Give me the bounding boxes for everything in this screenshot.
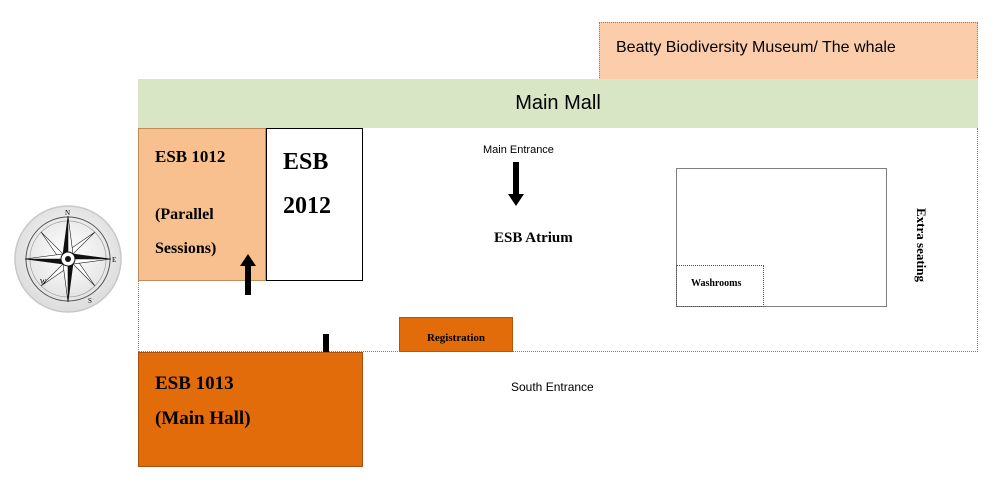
atrium-label: ESB Atrium [494, 230, 573, 246]
washroom-block [676, 168, 887, 307]
south-entrance-label: South Entrance [511, 380, 594, 394]
museum-box: Beatty Biodiversity Museum/ The whale [599, 22, 978, 88]
esb-2012-line1: ESB [283, 149, 329, 175]
extra-seating-label: Extra seating [914, 207, 929, 283]
registration-desk: Registration [399, 317, 513, 352]
room-esb-1013: ESB 1013 (Main Hall) [138, 352, 363, 467]
washrooms-label: Washrooms [691, 278, 742, 289]
compass-west-label: W [40, 278, 47, 286]
registration-label: Registration [426, 332, 486, 344]
esb-1012-sub2: Sessions) [155, 240, 217, 257]
main-mall-label: Main Mall [515, 92, 601, 114]
compass-rose-icon: N E S W [13, 204, 123, 314]
main-entrance-label: Main Entrance [483, 144, 554, 156]
museum-label: Beatty Biodiversity Museum/ The whale [616, 39, 896, 56]
washrooms-box: Washrooms [676, 265, 764, 307]
main-mall: Main Mall [138, 79, 978, 128]
arrow-to-esb-1012-icon [240, 254, 256, 295]
esb-1013-title: ESB 1013 [155, 373, 234, 394]
compass-south-label: S [88, 297, 92, 305]
compass-north-label: N [65, 209, 70, 217]
compass-east-label: E [112, 256, 116, 264]
main-entrance-arrow-icon [508, 162, 524, 206]
esb-2012-line2: 2012 [283, 193, 331, 219]
room-esb-2012: ESB 2012 [266, 128, 363, 281]
esb-1012-title: ESB 1012 [155, 147, 226, 166]
esb-1013-sub: (Main Hall) [155, 408, 251, 429]
esb-1012-sub1: (Parallel [155, 206, 214, 223]
